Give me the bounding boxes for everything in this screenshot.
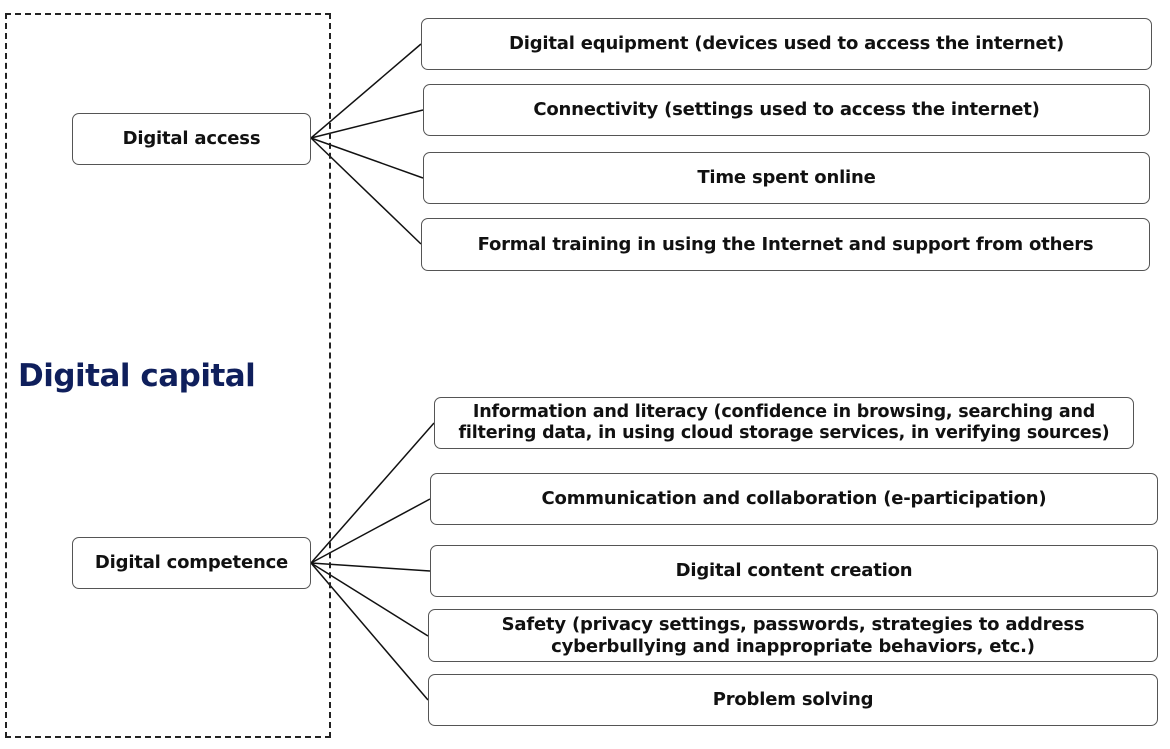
diagram-title: Digital capital (18, 358, 256, 394)
item-digital-content-creation: Digital content creation (430, 545, 1158, 597)
digital-capital-frame (5, 13, 331, 738)
category-digital-access: Digital access (72, 113, 311, 165)
item-formal-training: Formal training in using the Internet an… (421, 218, 1150, 271)
item-digital-equipment: Digital equipment (devices used to acces… (421, 18, 1152, 70)
item-connectivity: Connectivity (settings used to access th… (423, 84, 1150, 136)
item-time-spent-online: Time spent online (423, 152, 1150, 204)
item-information-literacy: Information and literacy (confidence in … (434, 397, 1134, 449)
category-digital-competence: Digital competence (72, 537, 311, 589)
connector-competence-information (310, 422, 435, 564)
item-safety: Safety (privacy settings, passwords, str… (428, 609, 1158, 662)
item-problem-solving: Problem solving (428, 674, 1158, 726)
item-communication-collaboration: Communication and collaboration (e-parti… (430, 473, 1158, 525)
